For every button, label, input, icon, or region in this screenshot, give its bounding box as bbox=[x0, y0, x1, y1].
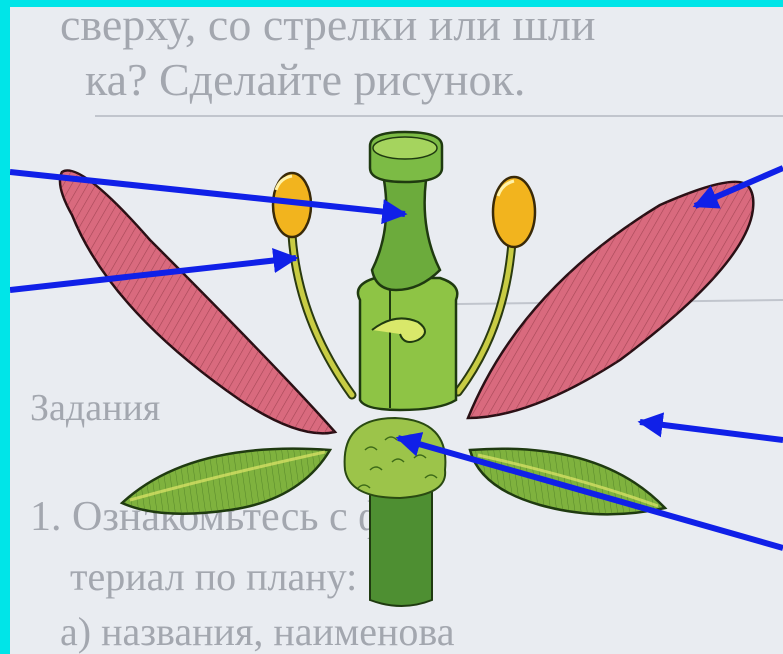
bg-text-line-6: а) названия, наименова bbox=[60, 609, 455, 654]
anther-right bbox=[493, 177, 535, 247]
ovary bbox=[358, 278, 457, 410]
flower-diagram: сверху, со стрелки или шли ка? Сделайте … bbox=[10, 7, 783, 654]
bg-text-line-2: ка? Сделайте рисунок. bbox=[85, 54, 525, 105]
bg-text-line-3: Задания bbox=[30, 387, 160, 429]
bg-text-line-1: сверху, со стрелки или шли bbox=[60, 7, 595, 50]
bg-text-line-5: териал по плану: bbox=[70, 554, 357, 599]
